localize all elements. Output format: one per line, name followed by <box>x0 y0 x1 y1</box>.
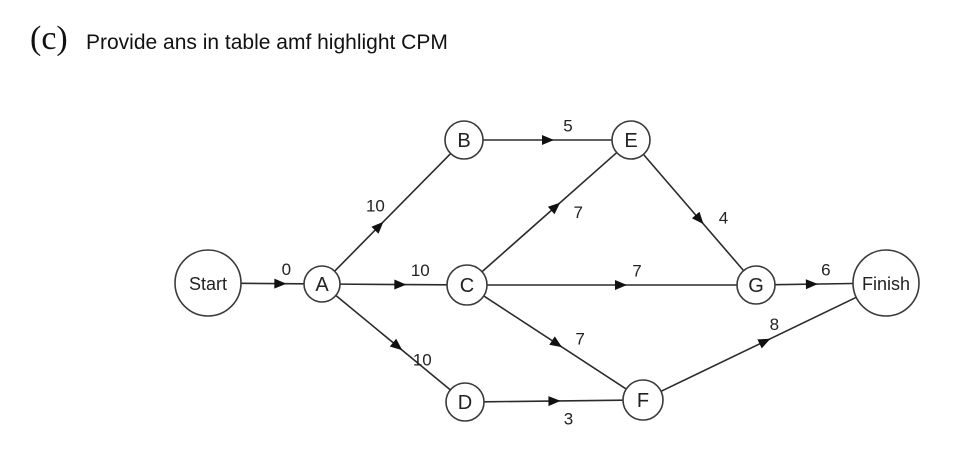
arrow-icon <box>691 211 704 225</box>
edge-weight-label: 7 <box>575 330 584 349</box>
edge-line <box>339 283 448 286</box>
arrow-icon <box>757 338 771 349</box>
arrow-icon <box>274 278 287 289</box>
arrow-icon <box>805 279 818 290</box>
node-circle <box>622 379 664 421</box>
node-c: C <box>446 264 488 306</box>
edge-line <box>660 296 857 393</box>
edge-a-d: 10 <box>335 294 451 391</box>
node-d: D <box>445 382 485 422</box>
node-g: G <box>736 265 776 305</box>
node-b: B <box>444 120 484 160</box>
node-label: Finish <box>862 274 910 294</box>
edge-weight-label: 6 <box>821 261 830 280</box>
arrow-icon <box>549 336 563 348</box>
node-circle <box>852 249 920 317</box>
arrow-icon <box>389 338 403 351</box>
edge-weight-label: 5 <box>563 117 572 136</box>
node-label: D <box>458 392 472 414</box>
node-label: F <box>637 390 649 412</box>
node-label: C <box>460 275 474 297</box>
edge-weight-label: 10 <box>366 196 385 215</box>
arrow-icon <box>615 280 627 290</box>
node-finish: Finish <box>852 249 920 317</box>
edge-line <box>240 282 305 285</box>
edge-c-e: 7 <box>481 151 618 273</box>
edge-start-a: 0 <box>240 260 305 289</box>
edge-weight-label: 0 <box>282 260 291 279</box>
node-label: E <box>624 130 637 152</box>
node-circle <box>611 120 651 160</box>
edge-line <box>481 151 618 273</box>
nodes-layer: Start A B C D E F G Finish <box>174 120 920 422</box>
edge-f-finish: 8 <box>660 296 857 393</box>
node-circle <box>446 264 488 306</box>
edge-line <box>642 153 745 272</box>
question-text: Provide ans in table amf highlight CPM <box>86 31 448 54</box>
arrow-icon <box>371 221 384 234</box>
arrow-icon <box>548 396 561 407</box>
edge-a-b: 10 <box>334 152 452 272</box>
edges-layer: 0 10 10 10 5 7 7 7 3 4 6 8 <box>240 117 857 428</box>
arrow-icon <box>394 279 407 290</box>
edge-a-c: 10 <box>339 261 448 290</box>
edge-c-f: 7 <box>483 295 627 390</box>
node-f: F <box>622 379 664 421</box>
edge-weight-label: 7 <box>632 262 641 281</box>
question-part-label: (c) <box>30 20 68 57</box>
edge-weight-label: 8 <box>770 315 779 334</box>
node-a: A <box>303 265 341 303</box>
edge-b-e: 5 <box>483 117 612 145</box>
edge-d-f: 3 <box>483 396 624 428</box>
arrow-icon <box>547 202 561 215</box>
node-circle <box>445 382 485 422</box>
node-start: Start <box>174 249 242 317</box>
edge-weight-label: 7 <box>573 203 582 222</box>
edge-g-finish: 6 <box>774 261 854 290</box>
node-e: E <box>611 120 651 160</box>
arrow-icon <box>542 135 554 145</box>
edge-weight-label: 10 <box>413 351 432 370</box>
edge-weight-label: 3 <box>564 409 573 428</box>
node-circle <box>174 249 242 317</box>
node-label: B <box>457 130 470 152</box>
node-circle <box>736 265 776 305</box>
node-circle <box>303 265 341 303</box>
edge-e-g: 4 <box>642 153 745 272</box>
node-label: A <box>315 274 329 296</box>
node-circle <box>444 120 484 160</box>
edge-weight-label: 10 <box>411 261 430 280</box>
node-label: Start <box>189 274 227 294</box>
edge-c-g: 7 <box>487 262 737 290</box>
edge-line <box>334 152 452 272</box>
node-label: G <box>748 275 764 297</box>
edge-weight-label: 4 <box>719 209 728 228</box>
